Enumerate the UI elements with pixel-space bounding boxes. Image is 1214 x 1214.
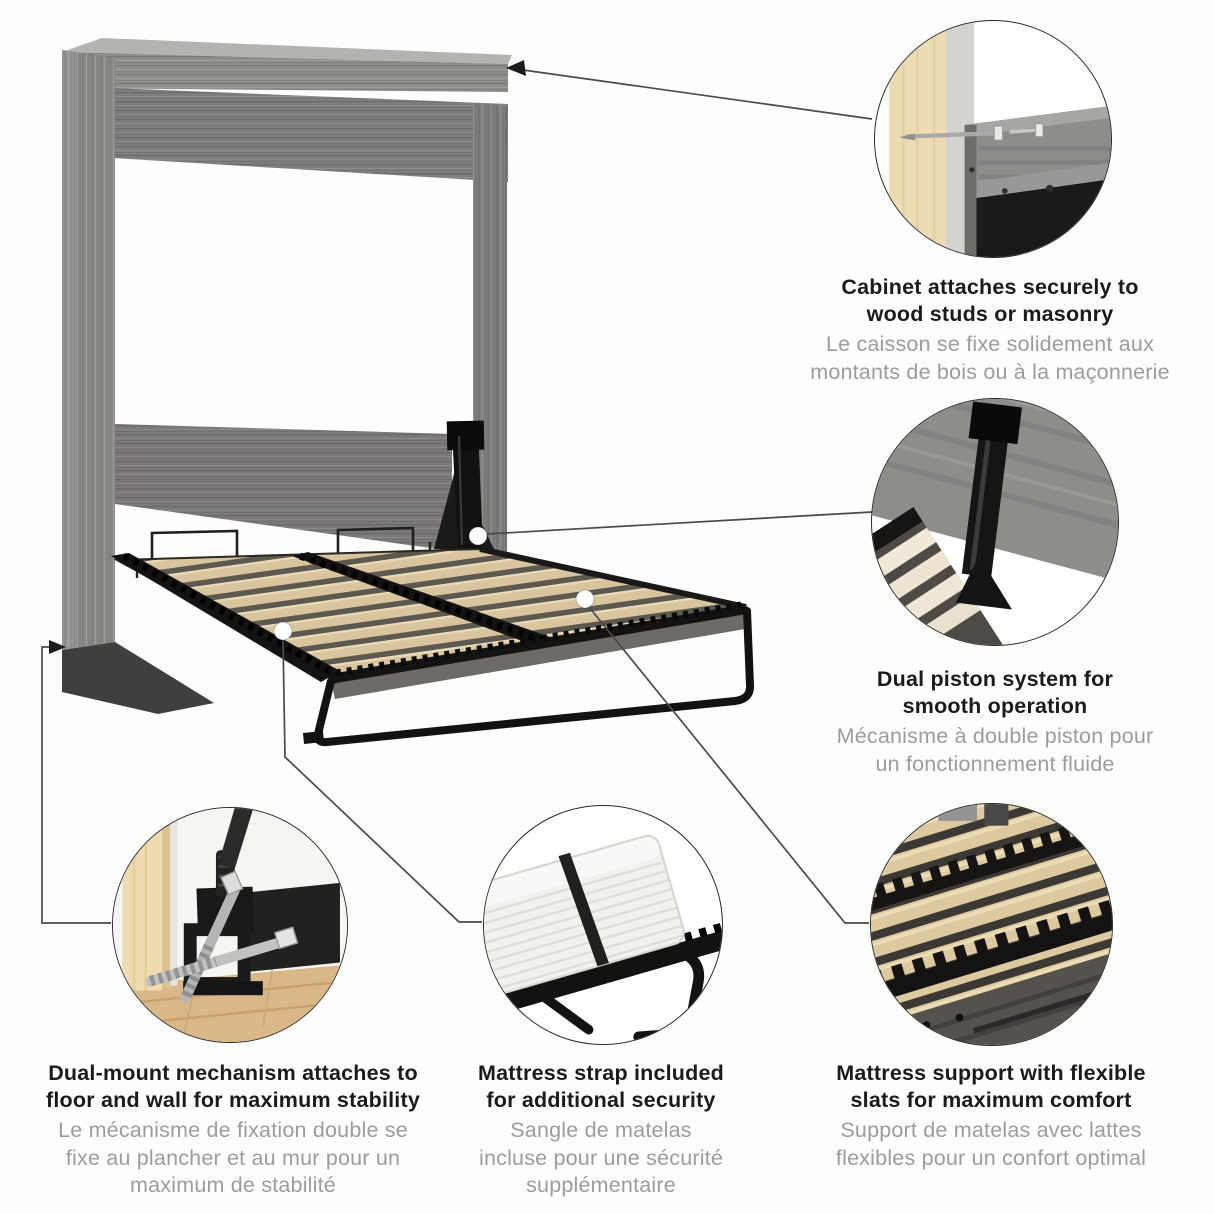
wall-stud-screw-icon — [889, 21, 1111, 257]
piston-close-up-icon — [872, 399, 1118, 645]
feature-text-fr: Mécanisme à double piston pour un foncti… — [836, 724, 1154, 776]
feature-caption-slat-support: Mattress support with flexible slats for… — [768, 1060, 1214, 1172]
feature-caption-dual-mount: Dual-mount mechanism attaches to floor a… — [8, 1060, 458, 1200]
feature-text-fr: Support de matelas avec lattes flexibles… — [835, 1118, 1147, 1170]
mattress-strap-icon — [484, 834, 722, 1043]
feature-text-fr: Le caisson se fixe solidement aux montan… — [810, 332, 1170, 384]
feature-text-en: Dual-mount mechanism attaches to floor a… — [46, 1061, 420, 1112]
feature-text-fr: Le mécanisme de fixation double se fixe … — [58, 1118, 408, 1197]
dual-mount-mechanism-photo — [112, 807, 348, 1043]
slats-close-up-icon — [871, 804, 1112, 1045]
handle-bar — [303, 607, 755, 747]
bed-deck — [111, 546, 751, 699]
flexible-slats-photo — [870, 803, 1113, 1046]
mattress-strap-photo — [483, 805, 723, 1045]
callout-marker-dots — [273, 526, 595, 641]
connector-arrowheads — [49, 60, 526, 654]
feature-text-en: Dual piston system for smooth operation — [876, 667, 1114, 718]
feature-caption-cabinet-attachment: Cabinet attaches securely to wood studs … — [768, 274, 1212, 386]
feature-text-en: Mattress support with flexible slats for… — [836, 1061, 1146, 1112]
feature-text-en: Cabinet attaches securely to wood studs … — [841, 275, 1139, 326]
bed-cabinet — [62, 38, 512, 714]
dual-piston-photo — [871, 398, 1119, 646]
feature-text-en: Mattress strap included for additional s… — [478, 1061, 724, 1112]
feature-text-fr: Sangle de matelas incluse pour une sécur… — [478, 1118, 724, 1197]
feature-caption-dual-piston: Dual piston system for smooth operation … — [770, 666, 1214, 778]
feature-caption-mattress-strap: Mattress strap included for additional s… — [428, 1060, 774, 1200]
floor-bracket-screws-icon — [113, 808, 347, 1042]
cabinet-wall-attachment-photo — [874, 20, 1112, 258]
